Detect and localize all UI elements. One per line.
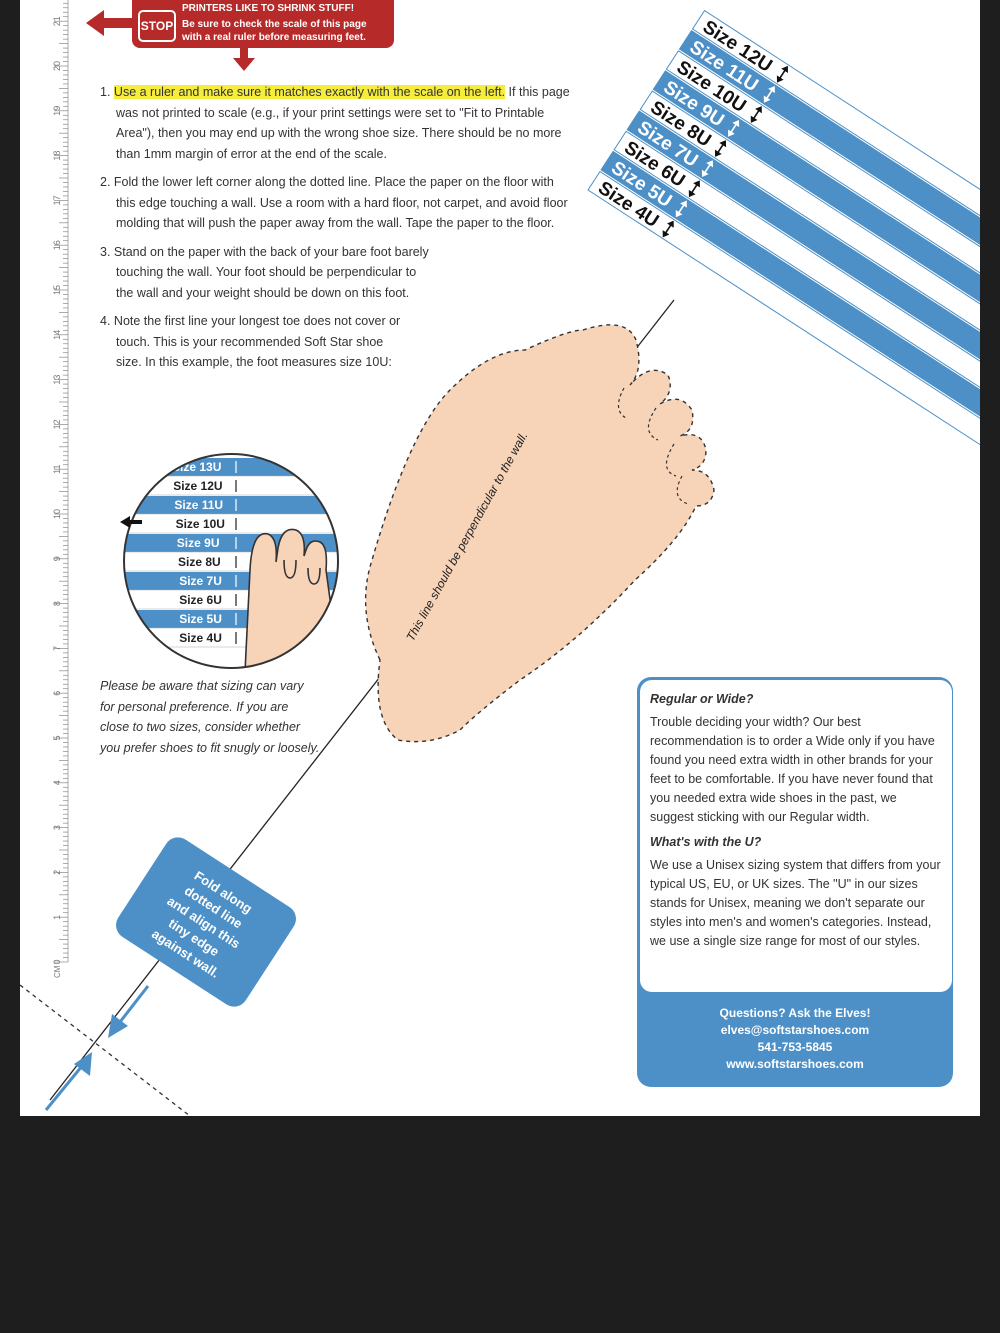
- website-link[interactable]: www.softstarshoes.com: [726, 1057, 864, 1071]
- ruler-number: 18: [52, 151, 62, 161]
- fold-arrow-down-icon: [108, 985, 150, 1038]
- step-2: 2. Fold the lower left corner along the …: [100, 175, 568, 230]
- regular-or-wide-text: Trouble deciding your width? Our best re…: [650, 715, 935, 824]
- example-size-label: Size 6U: [179, 593, 222, 607]
- printer-warning-banner: STOP PRINTERS LIKE TO SHRINK STUFF! Be s…: [132, 0, 394, 48]
- regular-or-wide-heading: Regular or Wide?: [650, 692, 754, 706]
- ruler-number: 19: [52, 106, 62, 116]
- ruler-number: 16: [52, 240, 62, 250]
- cm-ruler: 01234567891011121314151617181920212CM: [52, 0, 69, 978]
- contact-phone[interactable]: 541-753-5845: [757, 1040, 833, 1054]
- fold-instruction-tag: Fold along dotted line and align this ti…: [116, 837, 296, 1007]
- ruler-number: 10: [52, 509, 62, 519]
- step-3: 3. Stand on the paper with the back of y…: [100, 244, 429, 300]
- ruler-number: 11: [52, 465, 62, 474]
- example-size-label: Size 12U: [173, 479, 222, 493]
- ruler-number: 1: [52, 915, 62, 920]
- example-size-row: [124, 496, 338, 514]
- ruler-number: 2: [52, 870, 62, 875]
- whats-with-u-heading: What's with the U?: [650, 835, 762, 849]
- ruler-number: 17: [52, 195, 62, 205]
- example-size-label: Size 4U: [179, 631, 222, 645]
- ruler-number: 14: [52, 330, 62, 340]
- contact-email-link[interactable]: elves@softstarshoes.com: [720, 1023, 870, 1037]
- fold-arrow-up-icon: [44, 1052, 92, 1111]
- example-size-label: Size 10U: [176, 517, 225, 531]
- info-box: Regular or Wide? Trouble deciding your w…: [637, 677, 953, 1087]
- example-size-label: Size 8U: [178, 555, 221, 569]
- example-size-label: Size 7U: [179, 574, 222, 588]
- ruler-number: 15: [52, 285, 62, 295]
- step-4: 4. Note the first line your longest toe …: [100, 314, 401, 369]
- ruler-number: 12: [52, 419, 62, 429]
- sizing-sheet: 01234567891011121314151617181920212CM ST…: [20, 0, 980, 1116]
- stop-sign-icon: STOP: [138, 10, 176, 42]
- example-size-row: [124, 515, 338, 533]
- example-size-label: Size 5U: [179, 612, 222, 626]
- contact-block: Questions? Ask the Elves! elves@softstar…: [637, 1005, 953, 1073]
- example-size-label: Size 11U: [174, 498, 223, 512]
- whats-with-u-text: We use a Unisex sizing system that diffe…: [650, 858, 941, 948]
- sizing-note: Please be aware that sizing can vary for…: [100, 679, 320, 755]
- ruler-number: 21: [52, 16, 62, 26]
- instruction-steps: 1. Use a ruler and make sure it matches …: [100, 82, 570, 381]
- banner-title: PRINTERS LIKE TO SHRINK STUFF!: [182, 3, 355, 14]
- example-size-label: Size 9U: [177, 536, 220, 550]
- banner-arrow-left-icon: [86, 10, 134, 36]
- ruler-number: 0: [52, 959, 62, 964]
- banner-arrow-down-icon: [233, 46, 255, 71]
- example-size-row: [124, 477, 338, 495]
- fold-dotted-line: [20, 984, 191, 1116]
- ruler-number: 3: [52, 825, 62, 830]
- size-band: Size 6U: [613, 130, 980, 412]
- ruler-number: 5: [52, 735, 62, 740]
- banner-text: Be sure to check the scale of this page …: [182, 19, 367, 43]
- example-pointer-arrow-icon: [120, 516, 142, 528]
- foot-outline: [364, 324, 715, 743]
- ruler-number: 9: [52, 556, 62, 561]
- ruler-number: 4: [52, 780, 62, 785]
- ruler-number: 13: [52, 375, 62, 385]
- ruler-number: 8: [52, 601, 62, 606]
- ruler-number: 20: [52, 61, 62, 71]
- ruler-number: 7: [52, 646, 62, 651]
- highlighted-instruction: Use a ruler and make sure it matches exa…: [113, 85, 506, 99]
- info-text-panel: Regular or Wide? Trouble deciding your w…: [640, 680, 952, 992]
- contact-title: Questions? Ask the Elves!: [719, 1006, 871, 1020]
- ruler-unit-label: CM: [53, 965, 62, 978]
- measurement-diagram: Size 4U Size 5U Size 6U Size 7U Size 8U Size …: [20, 9, 980, 1116]
- ruler-number: 6: [52, 691, 62, 696]
- step-1: 1. Use a ruler and make sure it matches …: [100, 85, 570, 161]
